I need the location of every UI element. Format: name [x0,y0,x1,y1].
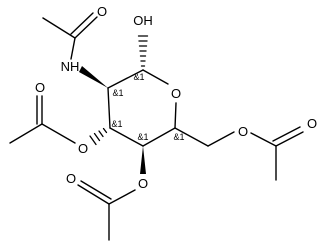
bond-c1-o5 [142,69,169,85]
ring-oxygen-label: O [171,86,181,101]
bond-c4-carbonyl-o-b [80,180,112,200]
bond-c6-carbonyl-o-b [272,126,301,142]
amide-nh-label: NH [61,59,80,74]
bond-c6-carbonyl-o-a [275,131,304,147]
ester6-ether-o-label: O [238,124,248,139]
bond-c2-c1 [107,69,144,89]
wedge-bond-c2-n [79,66,108,88]
bond-o5-c5 [174,102,177,129]
bond-c4-carbonyl-o-a [77,184,110,205]
bond-o6-carbonyl [250,132,277,147]
ester3-carbonyl-o-label: O [35,80,45,95]
amide-carbonyl-o-label: O [97,4,107,19]
stereo-label-c3: &1 [111,119,122,129]
ester3-ether-o-label: O [78,141,88,156]
stereo-label-c4: &1 [137,132,148,142]
ester4-ether-o-label: O [138,176,148,191]
bond-o4-carbonyl [108,189,136,205]
bond-carbonyl-methyl [42,17,76,39]
ester4-carbonyl-o-label: O [66,171,76,186]
bond-n-carbonyl [70,37,76,60]
ester6-carbonyl-o-label: O [307,116,317,131]
bond-c6-o6 [207,131,235,147]
bond-c3-c2 [107,87,111,129]
hash-bond-c1-oh [137,35,149,67]
stereo-label-c2: &1 [112,88,123,98]
stereo-label-c5: &1 [173,132,184,142]
bond-c5-c4 [142,127,176,147]
hydroxyl-label: OH [133,13,153,28]
bond-c5-c6 [174,127,209,147]
bond-c3-methyl [9,123,43,144]
bond-c4-c3 [109,127,144,147]
wedge-bond-c4-o [140,146,146,174]
bond-carbonyl-o-a [74,16,98,39]
hash-bond-c3-o [89,127,108,146]
bond-o3-carbonyl [41,123,76,144]
stereo-label-c1: &1 [133,72,144,82]
bond-carbonyl-o-b [70,12,94,35]
